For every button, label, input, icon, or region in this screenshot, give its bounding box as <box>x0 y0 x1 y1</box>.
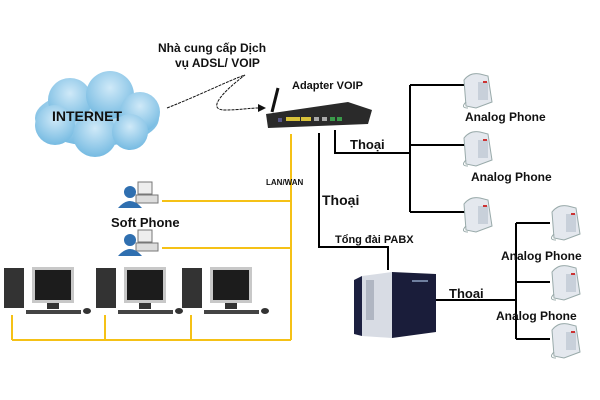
internet-cloud-icon <box>35 71 160 157</box>
lan-wires <box>11 134 292 341</box>
voip-adapter-icon <box>266 87 372 128</box>
analog-phone-icon <box>462 73 493 109</box>
desktop-computer-icon <box>4 267 91 314</box>
internet-link <box>166 74 259 111</box>
analog-phone-icon <box>462 131 493 167</box>
soft-phone-label: Soft Phone <box>111 215 180 230</box>
pabx-switch-icon <box>354 272 436 338</box>
analog-phone-icon <box>550 323 581 359</box>
analog-phone-label-4: Analog Phone <box>496 309 577 323</box>
soft-phone-user-icon <box>118 229 159 256</box>
phone-wires <box>318 84 550 340</box>
soft-phone-user-icon <box>118 181 159 208</box>
voice-label-adapter: Thoại <box>350 137 385 152</box>
lan-wan-label: LAN/WAN <box>266 178 304 187</box>
voice-label-pabx-link: Thoại <box>322 192 360 208</box>
internet-link-arrow <box>258 104 266 112</box>
analog-phone-label-2: Analog Phone <box>471 170 552 184</box>
voice-label-pabx: Thoại <box>449 286 484 301</box>
adapter-label: Adapter VOIP <box>292 80 363 92</box>
internet-label: INTERNET <box>52 108 122 124</box>
analog-phone-icon <box>550 265 581 301</box>
analog-phone-label-3: Analog Phone <box>501 249 582 263</box>
provider-label-line1: Nhà cung cấp Dịch <box>158 41 267 55</box>
pabx-label: Tổng đài PABX <box>335 234 414 246</box>
analog-phone-icon <box>550 205 581 241</box>
analog-phone-icon <box>462 197 493 233</box>
provider-label-line2: vụ ADSL/ VOIP <box>175 56 260 70</box>
desktop-computer-icon <box>96 267 183 314</box>
desktop-computer-icon <box>182 267 269 314</box>
analog-phone-label-1: Analog Phone <box>465 110 546 124</box>
